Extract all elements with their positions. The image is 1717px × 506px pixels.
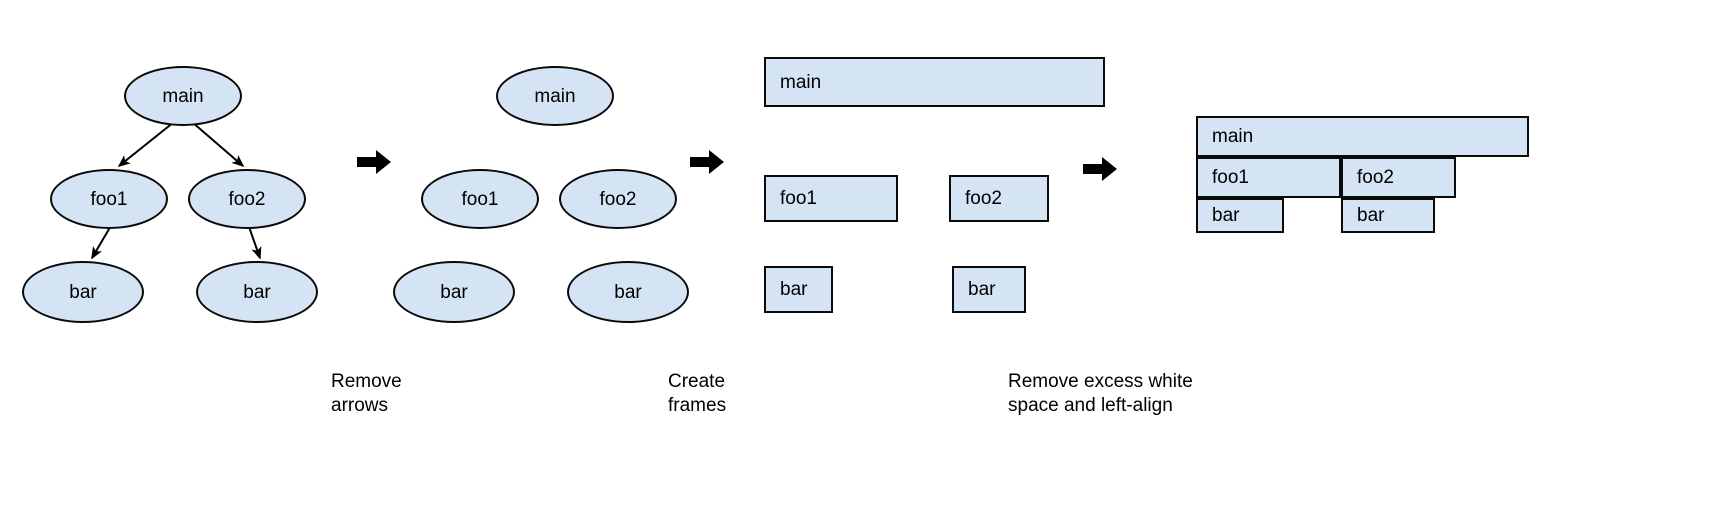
step-arrow-icon (1083, 156, 1117, 182)
node-main[interactable]: main (764, 57, 1105, 107)
caption-remove-whitespace: Remove excess white space and left-align (1008, 371, 1193, 416)
call-edge-main-to-foo1 (117, 121, 175, 167)
node-bar[interactable]: bar (952, 266, 1026, 313)
node-foo2[interactable]: foo2 (1341, 157, 1456, 198)
node-foo1[interactable]: foo1 (421, 169, 539, 229)
call-edge-main-to-foo2 (191, 121, 245, 168)
node-bar[interactable]: bar (196, 261, 318, 323)
node-bar[interactable]: bar (764, 266, 833, 313)
node-bar[interactable]: bar (22, 261, 144, 323)
node-bar[interactable]: bar (1196, 198, 1284, 233)
caption-create-frames: Create frames (668, 371, 727, 416)
step-arrow-icon (690, 149, 724, 175)
caption-remove-arrows: Remove arrows (331, 371, 402, 416)
node-main[interactable]: main (124, 66, 242, 126)
call-edge-foo1-to-bar (91, 223, 113, 260)
call-edge-foo2-to-bar (247, 223, 262, 260)
node-main[interactable]: main (1196, 116, 1529, 157)
node-bar[interactable]: bar (567, 261, 689, 323)
node-bar[interactable]: bar (393, 261, 515, 323)
node-foo1[interactable]: foo1 (50, 169, 168, 229)
node-foo2[interactable]: foo2 (949, 175, 1049, 222)
node-foo2[interactable]: foo2 (559, 169, 677, 229)
node-foo2[interactable]: foo2 (188, 169, 306, 229)
node-foo1[interactable]: foo1 (1196, 157, 1341, 198)
step-arrow-icon (357, 149, 391, 175)
node-main[interactable]: main (496, 66, 614, 126)
node-foo1[interactable]: foo1 (764, 175, 898, 222)
node-bar[interactable]: bar (1341, 198, 1435, 233)
